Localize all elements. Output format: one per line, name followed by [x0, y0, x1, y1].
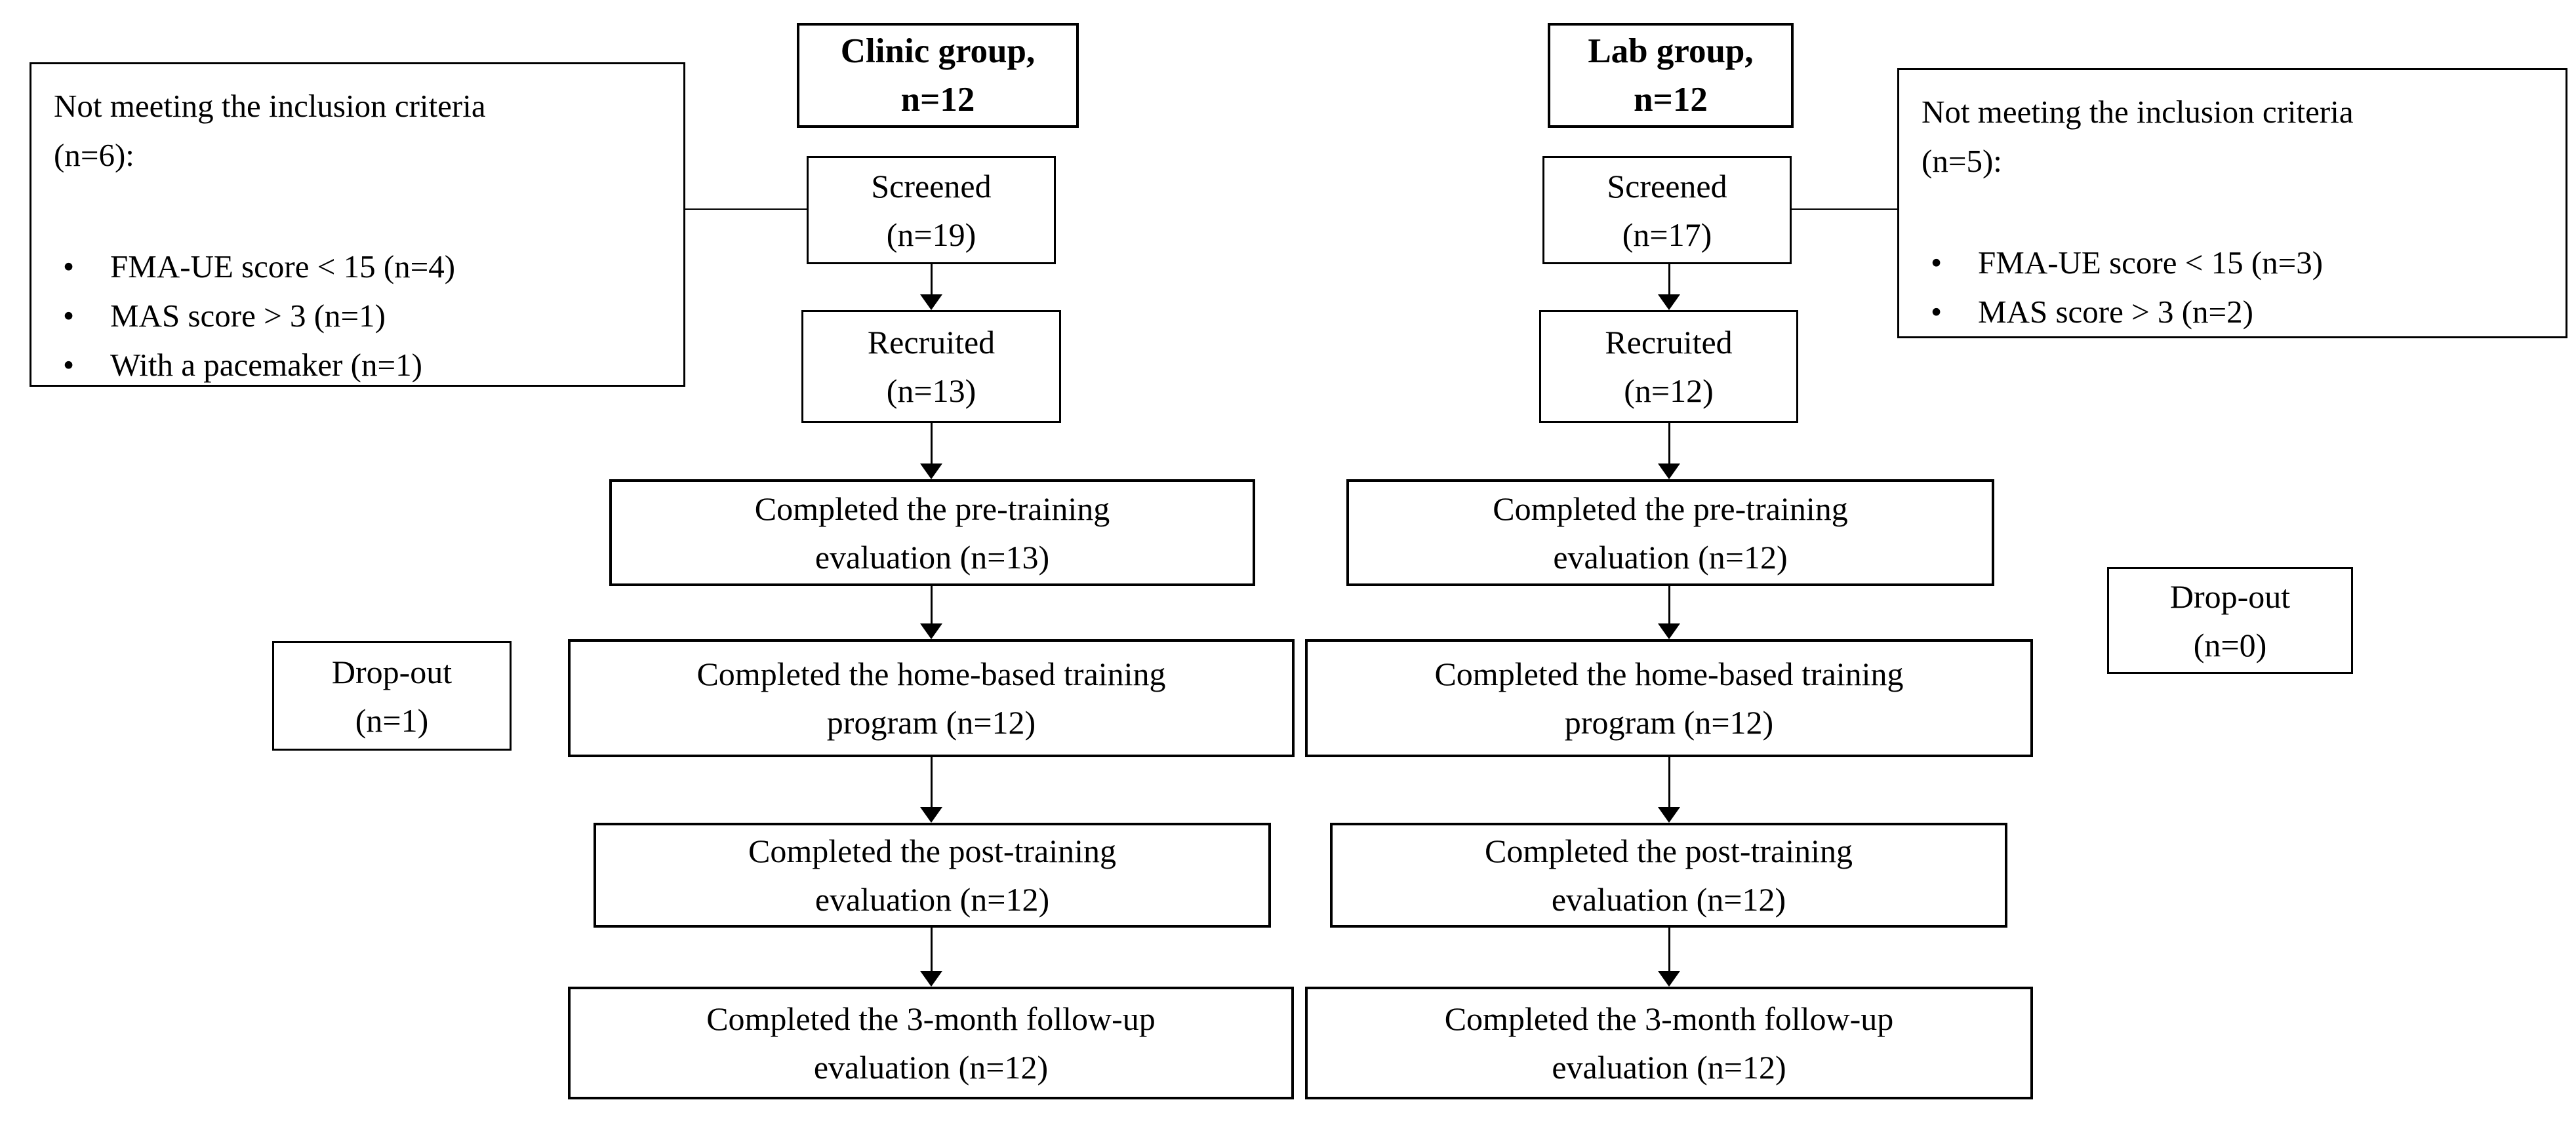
- arrow-lab-post-to-followup: [1668, 928, 1670, 971]
- list-item: • MAS score > 3 (n=2): [1922, 287, 2543, 336]
- arrowhead-down-icon: [1658, 807, 1680, 823]
- clinic-group-header-box: Clinic group, n=12: [797, 23, 1079, 128]
- arrow-lab-home-to-post: [1668, 757, 1670, 807]
- exclusion-reason-list: • FMA-UE score < 15 (n=4) • MAS score > …: [54, 242, 661, 389]
- stage-count: evaluation (n=12): [813, 1049, 1049, 1086]
- clinic-screened-box: Screened (n=19): [807, 156, 1056, 264]
- exclusion-reason: With a pacemaker (n=1): [110, 347, 422, 383]
- stage-count: evaluation (n=12): [1553, 538, 1788, 576]
- connector-lab-screened-to-exclusion: [1792, 208, 1897, 210]
- arrow-clinic-recruited-to-pre: [931, 423, 933, 463]
- lab-recruited-box: Recruited (n=12): [1539, 310, 1798, 423]
- arrow-clinic-post-to-followup: [931, 928, 933, 971]
- stage-count: (n=0): [2193, 626, 2267, 663]
- arrow-lab-pre-to-home: [1668, 586, 1670, 623]
- exclusion-reason: FMA-UE score < 15 (n=3): [1978, 245, 2324, 281]
- arrow-clinic-pre-to-home: [931, 586, 933, 623]
- clinic-followup-box: Completed the 3-month follow-up evaluati…: [568, 987, 1294, 1099]
- stage-count: evaluation (n=12): [1552, 1049, 1786, 1086]
- lab-home-training-box: Completed the home-based training progra…: [1305, 639, 2033, 757]
- stage-count: program (n=12): [826, 704, 1036, 741]
- lab-followup-box: Completed the 3-month follow-up evaluati…: [1305, 987, 2033, 1099]
- arrow-lab-screened-to-recruited: [1668, 264, 1670, 294]
- exclusion-count: (n=6):: [54, 137, 134, 173]
- stage-label: Drop-out: [331, 653, 453, 690]
- lab-post-training-box: Completed the post-training evaluation (…: [1330, 823, 2007, 928]
- stage-label: Completed the home-based training: [696, 656, 1166, 692]
- stage-label: Screened: [871, 167, 992, 205]
- stage-count: evaluation (n=12): [815, 881, 1050, 918]
- stage-count: (n=17): [1622, 216, 1712, 253]
- lab-group-header-box: Lab group, n=12: [1548, 23, 1794, 128]
- stage-count: evaluation (n=12): [1551, 881, 1786, 918]
- group-count: n=12: [1634, 81, 1708, 119]
- stage-count: (n=1): [355, 701, 429, 739]
- exclusion-count: (n=5):: [1922, 143, 2002, 179]
- stage-count: (n=13): [886, 372, 976, 409]
- stage-label: Completed the home-based training: [1434, 656, 1904, 692]
- arrowhead-down-icon: [1658, 971, 1680, 987]
- group-count: n=12: [900, 81, 975, 119]
- list-item: • MAS score > 3 (n=1): [54, 291, 661, 340]
- stage-label: Completed the 3-month follow-up: [1444, 1000, 1894, 1037]
- arrowhead-down-icon: [1658, 623, 1680, 639]
- exclusion-title: Not meeting the inclusion criteria: [54, 88, 486, 124]
- stage-label: Screened: [1607, 167, 1727, 205]
- list-item: • With a pacemaker (n=1): [54, 340, 661, 389]
- clinic-exclusion-box: Not meeting the inclusion criteria (n=6)…: [30, 62, 685, 387]
- clinic-pre-training-box: Completed the pre-training evaluation (n…: [609, 479, 1255, 586]
- arrowhead-down-icon: [920, 807, 942, 823]
- connector-exclusion-to-clinic-screened: [685, 208, 807, 210]
- lab-dropout-box: Drop-out (n=0): [2107, 567, 2353, 674]
- stage-label: Recruited: [1605, 324, 1733, 361]
- bullet-icon: •: [63, 347, 75, 383]
- arrow-lab-recruited-to-pre: [1668, 423, 1670, 463]
- stage-count: (n=19): [886, 216, 976, 253]
- arrow-clinic-home-to-post: [931, 757, 933, 807]
- bullet-icon: •: [63, 248, 75, 285]
- arrowhead-down-icon: [1658, 463, 1680, 479]
- clinic-dropout-box: Drop-out (n=1): [272, 641, 512, 751]
- group-name: Lab group,: [1588, 32, 1754, 70]
- clinic-recruited-box: Recruited (n=13): [801, 310, 1061, 423]
- group-name: Clinic group,: [840, 32, 1036, 70]
- clinic-home-training-box: Completed the home-based training progra…: [568, 639, 1295, 757]
- stage-count: program (n=12): [1564, 704, 1774, 741]
- arrowhead-down-icon: [920, 971, 942, 987]
- stage-count: (n=12): [1624, 372, 1714, 409]
- clinic-post-training-box: Completed the post-training evaluation (…: [594, 823, 1271, 928]
- stage-label: Completed the pre-training: [1493, 490, 1848, 527]
- lab-exclusion-box: Not meeting the inclusion criteria (n=5)…: [1897, 68, 2567, 338]
- stage-label: Recruited: [867, 324, 996, 361]
- stage-label: Completed the 3-month follow-up: [706, 1000, 1156, 1037]
- arrowhead-down-icon: [920, 294, 942, 310]
- list-item: • FMA-UE score < 15 (n=4): [54, 242, 661, 291]
- arrowhead-down-icon: [1658, 294, 1680, 310]
- exclusion-reason: FMA-UE score < 15 (n=4): [110, 248, 456, 285]
- bullet-icon: •: [63, 298, 75, 334]
- bullet-icon: •: [1931, 245, 1942, 281]
- arrowhead-down-icon: [920, 623, 942, 639]
- exclusion-reason: MAS score > 3 (n=1): [110, 298, 386, 334]
- lab-pre-training-box: Completed the pre-training evaluation (n…: [1346, 479, 1994, 586]
- stage-label: Completed the post-training: [1484, 833, 1853, 869]
- exclusion-title: Not meeting the inclusion criteria: [1922, 94, 2354, 130]
- stage-label: Completed the pre-training: [754, 490, 1110, 527]
- exclusion-reason: MAS score > 3 (n=2): [1978, 294, 2253, 330]
- bullet-icon: •: [1931, 294, 1942, 330]
- arrow-clinic-screened-to-recruited: [931, 264, 933, 294]
- list-item: • FMA-UE score < 15 (n=3): [1922, 238, 2543, 287]
- stage-label: Completed the post-training: [748, 833, 1116, 869]
- arrowhead-down-icon: [920, 463, 942, 479]
- stage-count: evaluation (n=13): [815, 538, 1050, 576]
- exclusion-reason-list: • FMA-UE score < 15 (n=3) • MAS score > …: [1922, 238, 2543, 336]
- stage-label: Drop-out: [2169, 578, 2291, 615]
- lab-screened-box: Screened (n=17): [1542, 156, 1792, 264]
